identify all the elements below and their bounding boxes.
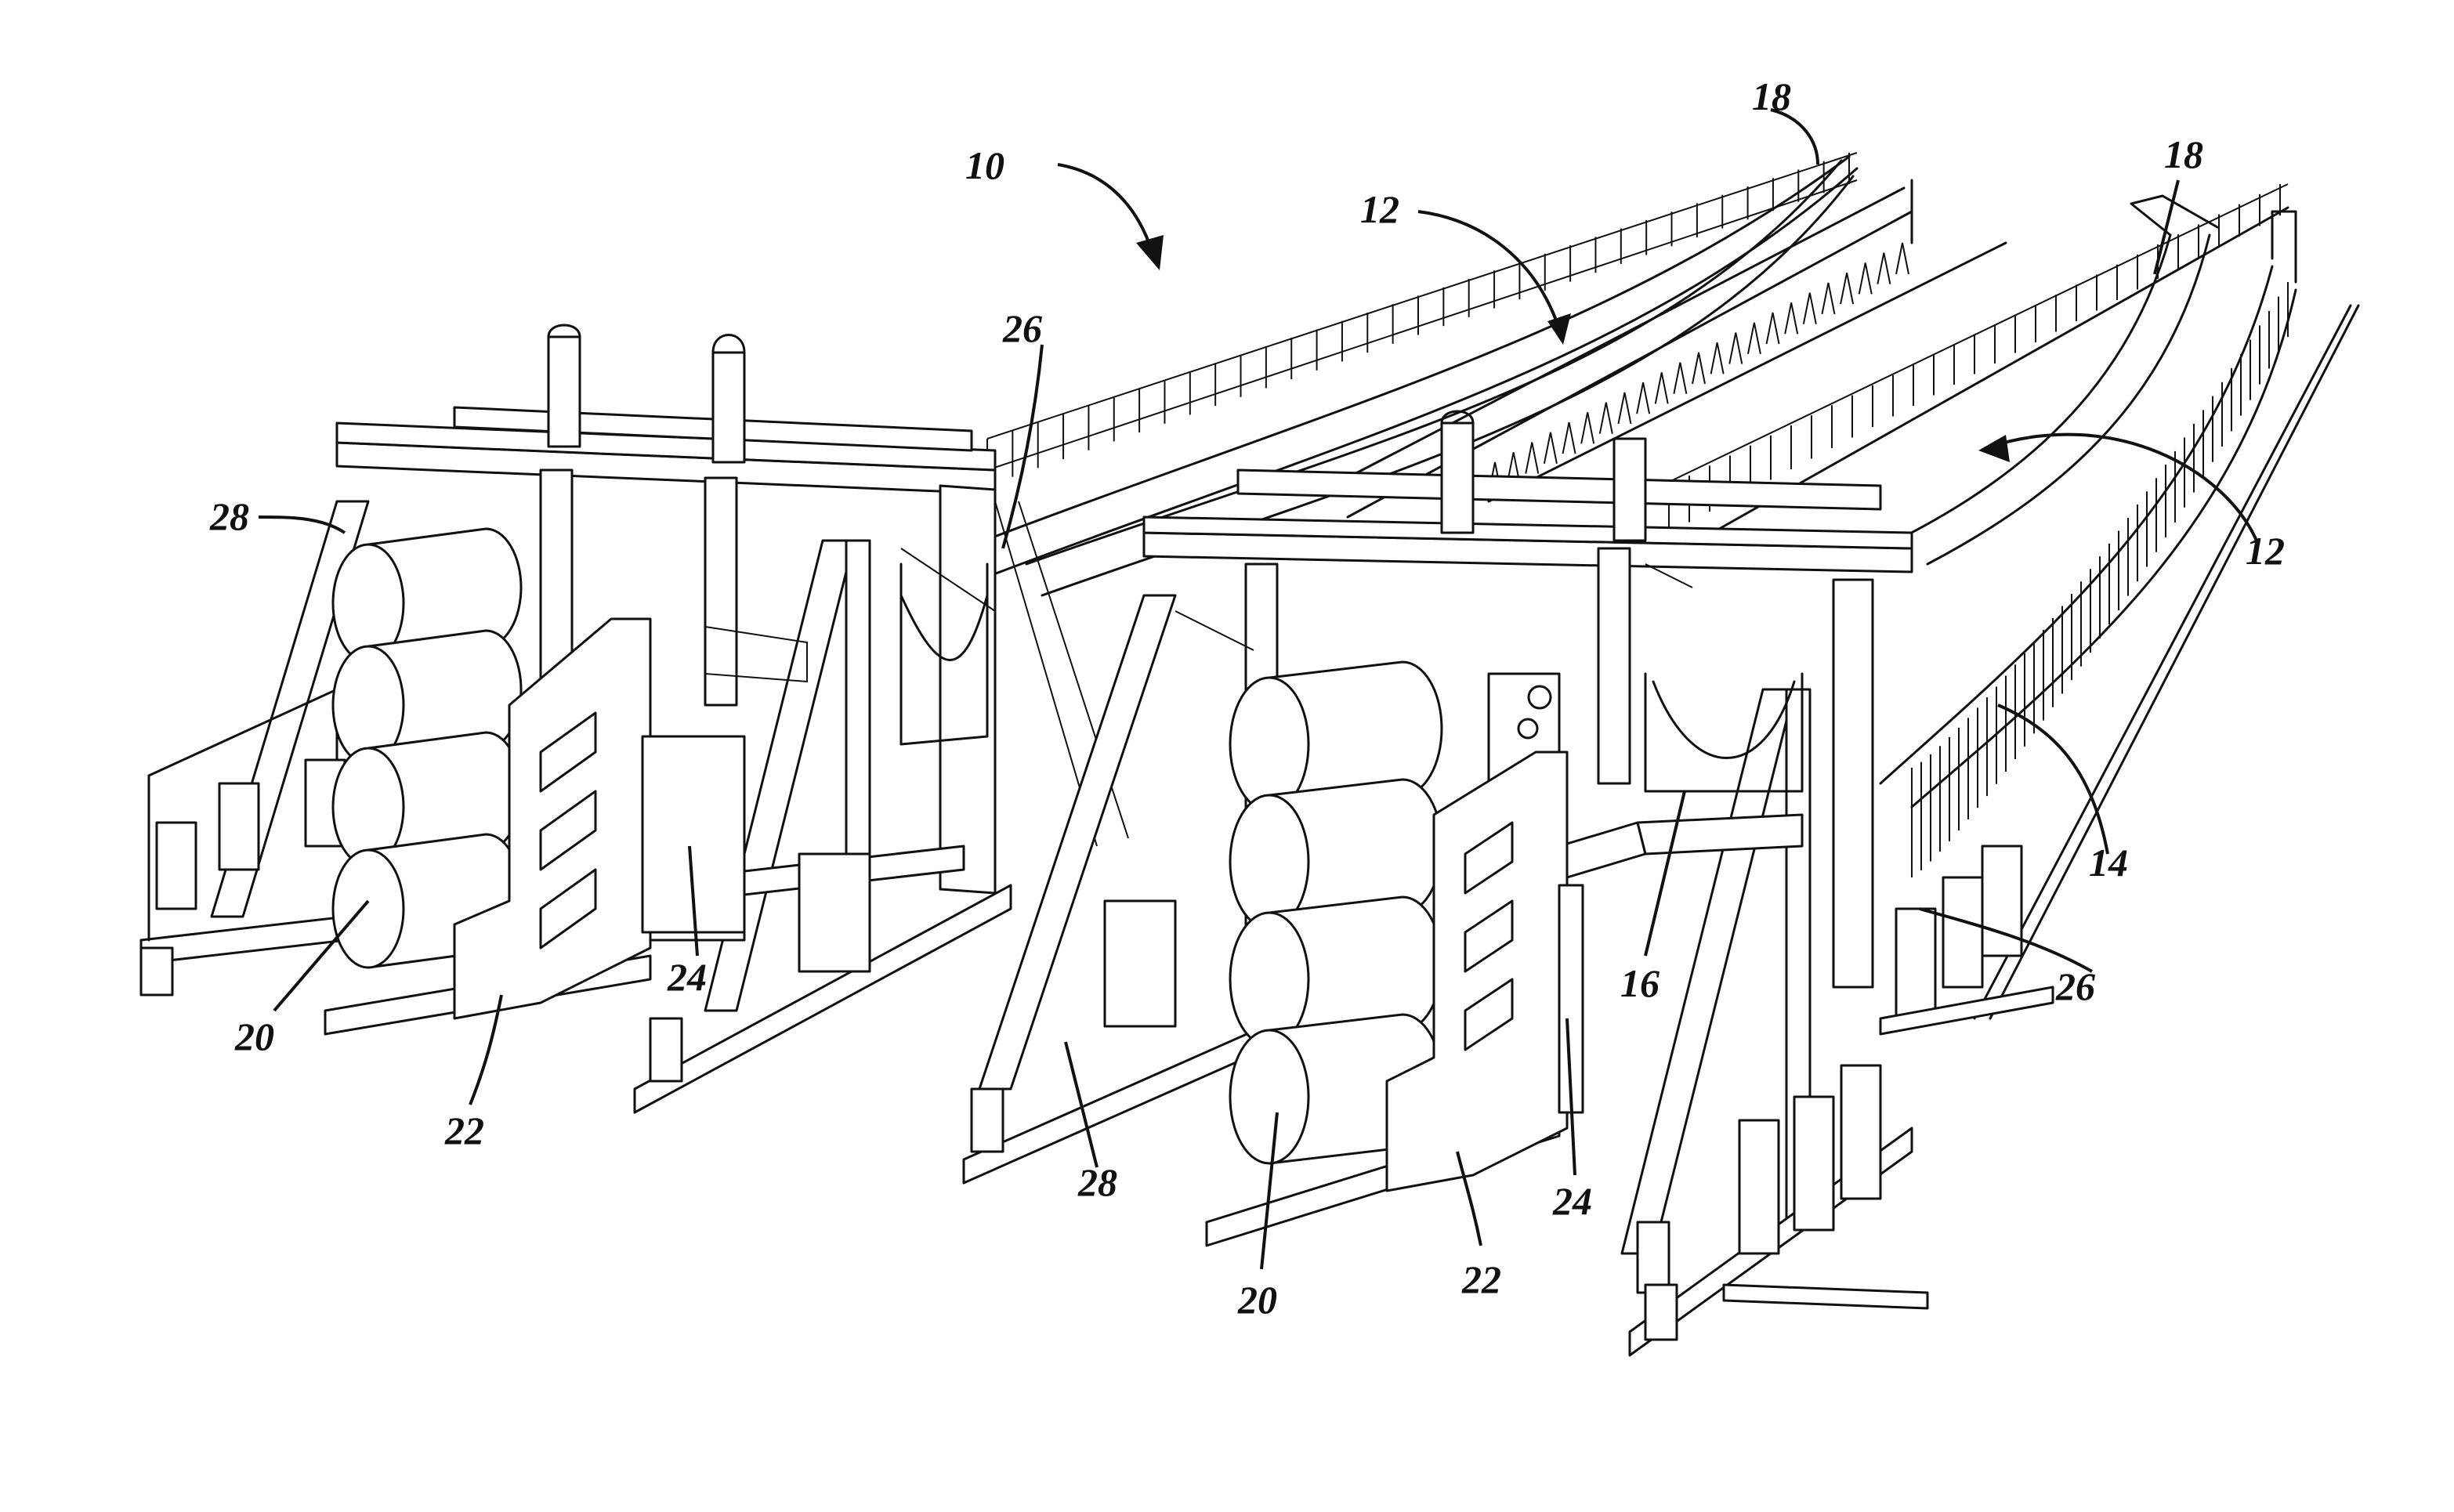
form-tooth	[1767, 313, 1779, 344]
form-tooth	[1859, 262, 1872, 294]
ref-10: 10	[965, 143, 1004, 187]
ref-22-a: 22	[444, 1109, 484, 1152]
form-tooth	[1600, 403, 1612, 434]
form-tooth	[1674, 363, 1686, 394]
right-track-fence	[1912, 282, 2288, 877]
form-tooth	[1840, 273, 1853, 304]
ref-20-b: 20	[1237, 1278, 1277, 1322]
ref-20-a: 20	[234, 1015, 274, 1058]
ref-22-b: 22	[1461, 1257, 1501, 1301]
form-tooth	[1896, 243, 1909, 274]
form-tooth	[1637, 382, 1649, 414]
ref-24-a: 24	[667, 955, 707, 999]
form-tooth	[1804, 293, 1816, 324]
left-track-fence	[987, 153, 1849, 486]
ref-12-a: 12	[1360, 187, 1399, 231]
ref-16: 16	[1620, 961, 1660, 1005]
form-tooth	[1656, 372, 1668, 403]
form-tooth	[1711, 342, 1724, 374]
ref-18-b: 18	[2164, 132, 2203, 176]
form-tooth	[1748, 323, 1761, 354]
roller-end	[1230, 1030, 1308, 1163]
form-tooth	[1526, 443, 1538, 474]
ref-28-b: 28	[1077, 1160, 1117, 1204]
ref-18-a: 18	[1752, 74, 1791, 118]
form-tooth	[1822, 283, 1834, 314]
ref-12-b: 12	[2246, 529, 2285, 573]
form-tooth	[1544, 432, 1557, 464]
ref-26-b: 26	[2055, 964, 2095, 1008]
form-teeth	[1489, 243, 1909, 494]
form-tooth	[1729, 333, 1742, 364]
form-tooth	[1692, 353, 1705, 384]
center-track-fence	[1669, 184, 2280, 533]
form-tooth	[1563, 422, 1576, 454]
form-tooth	[1618, 392, 1631, 424]
form-tooth	[1877, 253, 1890, 284]
ref-28-a: 28	[209, 494, 249, 538]
ref-24-b: 24	[1552, 1179, 1592, 1223]
ref-26-a: 26	[1002, 306, 1042, 350]
ref-14: 14	[2089, 841, 2128, 884]
roller-end	[333, 850, 404, 968]
right-roller-stack	[1207, 662, 1583, 1246]
form-tooth	[1785, 302, 1797, 334]
form-tooth	[1581, 412, 1594, 443]
